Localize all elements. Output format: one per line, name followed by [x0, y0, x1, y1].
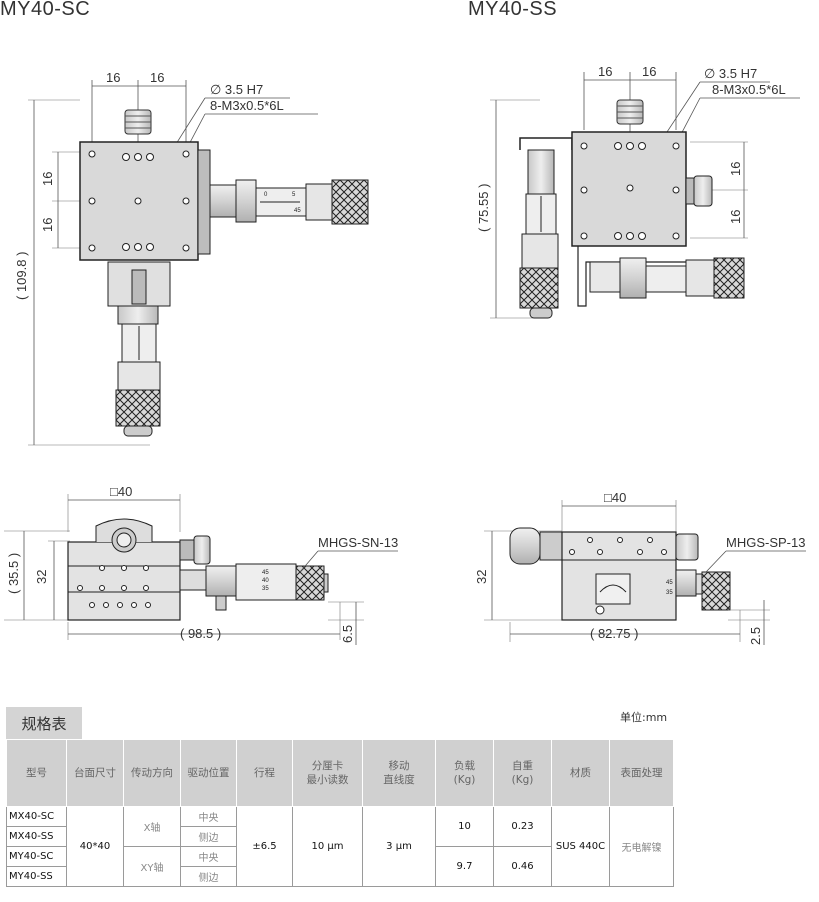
tr-hole: ∅ 3.5 H7: [704, 66, 757, 81]
tl-thread: 8-M3x0.5*6L: [210, 98, 284, 113]
sr-h-inner: 32: [474, 570, 489, 584]
title-right: MY40-SS: [468, 0, 558, 20]
cell-drive: 中央: [180, 806, 237, 827]
sr-length: ( 82.75 ): [590, 626, 638, 641]
sl-scale-45: 45: [262, 570, 269, 576]
tl-height: ( 109.8 ): [14, 252, 29, 300]
tr-v1: 16: [728, 162, 743, 176]
tl-v1: 16: [40, 172, 55, 186]
th-direction: 传动方向: [123, 739, 181, 807]
spec-header-row: 型号 台面尺寸 传动方向 驱动位置 行程 分厘卡 最小读数 移动 直线度 负载 …: [6, 739, 674, 807]
sl-scale-35: 35: [262, 586, 269, 592]
title-left: MY40-SC: [0, 0, 91, 20]
sl-h-outer: ( 35.5 ): [6, 553, 21, 594]
cell-load-xy: 9.7: [435, 846, 494, 887]
cell-reading: 10 μm: [292, 806, 363, 887]
cell-straightness: 3 μm: [362, 806, 436, 887]
sl-offset: 6.5: [340, 625, 355, 643]
tl-dim-a: 16: [106, 70, 120, 85]
cell-model: MY40-SC: [6, 846, 67, 867]
th-load: 负载 (Kg): [435, 739, 494, 807]
th-material: 材质: [551, 739, 610, 807]
cell-model: MX40-SS: [6, 826, 67, 847]
th-model: 型号: [6, 739, 67, 807]
th-straightness: 移动 直线度: [362, 739, 436, 807]
table-row: MX40-SC 40*40 X轴 中央 ±6.5 10 μm 3 μm 10 0…: [6, 806, 674, 887]
cell-direction-xy: XY轴: [123, 846, 181, 887]
tl-hole: ∅ 3.5 H7: [210, 82, 263, 97]
tl-scale-0: 0: [264, 192, 268, 198]
cell-direction-x: X轴: [123, 806, 181, 847]
cell-load-x: 10: [435, 806, 494, 847]
spec-tab: 规格表: [6, 707, 82, 739]
tl-v2: 16: [40, 218, 55, 232]
tr-height: ( 75.55 ): [476, 184, 491, 232]
technical-drawings: 16 16 ∅ 3.5 H7 8-M3x0.5*6L ( 109.8 ) 16 …: [4, 64, 806, 645]
unit-label: 单位:mm: [620, 711, 668, 724]
sl-scale-40: 40: [262, 578, 269, 584]
sr-offset: 2.5: [748, 627, 763, 645]
cell-material: SUS 440C: [551, 806, 610, 887]
th-weight: 自重 (Kg): [493, 739, 552, 807]
cell-drive: 侧边: [180, 826, 237, 847]
cell-model: MX40-SC: [6, 806, 67, 827]
sr-square: □40: [604, 490, 626, 505]
tl-scale-45: 45: [294, 208, 301, 214]
th-surface: 表面处理: [609, 739, 674, 807]
sl-micrometer: MHGS-SN-13: [318, 535, 398, 550]
cell-weight-xy: 0.46: [493, 846, 552, 887]
sr-scale-45: 45: [666, 580, 673, 586]
cell-model: MY40-SS: [6, 866, 67, 887]
cell-travel: ±6.5: [236, 806, 293, 887]
cell-weight-x: 0.23: [493, 806, 552, 847]
tl-scale-5: 5: [292, 192, 296, 198]
th-travel: 行程: [236, 739, 293, 807]
cell-drive: 中央: [180, 846, 237, 867]
tr-dim-a: 16: [598, 64, 612, 79]
top-left-view: 16 16 ∅ 3.5 H7 8-M3x0.5*6L ( 109.8 ) 16 …: [14, 70, 369, 446]
sr-micrometer: MHGS-SP-13: [726, 535, 805, 550]
cell-surface: 无电解镍: [609, 806, 674, 887]
table-row: MY40-SS 侧边: [6, 866, 674, 887]
table-row: MY40-SC XY轴 中央 9.7 0.46: [6, 846, 674, 887]
tr-dim-b: 16: [642, 64, 656, 79]
th-drive: 驱动位置: [180, 739, 237, 807]
tr-v2: 16: [728, 210, 743, 224]
tl-dim-b: 16: [150, 70, 164, 85]
th-reading: 分厘卡 最小读数: [292, 739, 363, 807]
top-right-view: 16 16 ∅ 3.5 H7 8-M3x0.5*6L ( 75.55 ) 16 …: [476, 64, 800, 319]
sl-square: □40: [110, 484, 132, 499]
sl-length: ( 98.5 ): [180, 626, 221, 641]
cell-drive: 侧边: [180, 866, 237, 887]
tr-thread: 8-M3x0.5*6L: [712, 82, 786, 97]
side-right-view: □40 32 45 35 MHGS-SP-13 ( 82.75 ): [474, 490, 806, 645]
sl-h-inner: 32: [34, 570, 49, 584]
th-size: 台面尺寸: [66, 739, 124, 807]
spec-table: 型号 台面尺寸 传动方向 驱动位置 行程 分厘卡 最小读数 移动 直线度 负载 …: [6, 739, 674, 887]
sr-scale-35: 35: [666, 590, 673, 596]
cell-size: 40*40: [66, 806, 124, 887]
side-left-view: □40 ( 35.5 ) 32 45 40 35: [4, 484, 398, 645]
